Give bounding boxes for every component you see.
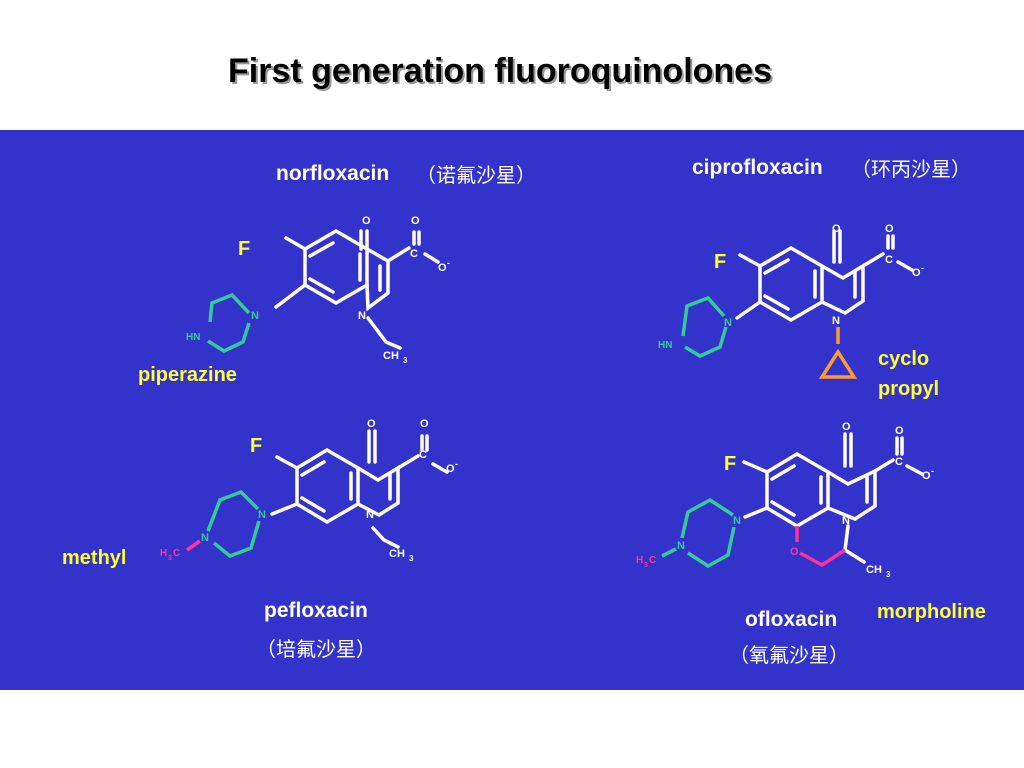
atom-o: O bbox=[438, 262, 447, 274]
atom-n: N bbox=[733, 515, 741, 527]
ciprofloxacin-structure: ciprofloxacin （环丙沙星） O O C O - bbox=[658, 156, 971, 400]
pefloxacin-bonds bbox=[270, 429, 449, 549]
atom-c: C bbox=[649, 555, 656, 566]
atom-n: N bbox=[258, 509, 266, 521]
norfloxacin-substituent-label: piperazine bbox=[138, 364, 237, 386]
atom-n: N bbox=[201, 532, 209, 544]
ofloxacin-name: ofloxacin bbox=[745, 608, 837, 631]
atom-f: F bbox=[250, 435, 262, 457]
atom-o: O bbox=[922, 470, 931, 482]
subscript: 3 bbox=[644, 562, 648, 569]
ciprofloxacin-cyclopropyl-ring bbox=[818, 348, 858, 379]
ofloxacin-substituent-label: morpholine bbox=[877, 601, 986, 623]
pefloxacin-methyl-bond bbox=[186, 539, 201, 552]
subscript: 3 bbox=[409, 554, 414, 563]
norfloxacin-structure: norfloxacin （诺氟沙星） O O C O - F bbox=[138, 162, 536, 386]
atom-n: N bbox=[842, 515, 850, 527]
charge: - bbox=[447, 258, 450, 268]
atom-o: O bbox=[411, 215, 420, 227]
atom-o: O bbox=[367, 418, 376, 430]
ofloxacin-cn: （氧氟沙星） bbox=[729, 643, 849, 667]
charge: - bbox=[921, 263, 924, 273]
atom-n: N bbox=[366, 509, 374, 521]
norfloxacin-piperazine-ring bbox=[207, 292, 251, 353]
atom-o: O bbox=[885, 223, 894, 235]
atom-n: N bbox=[677, 540, 685, 552]
ciprofloxacin-substituent-label-1: cyclo bbox=[878, 348, 929, 370]
pefloxacin-name: pefloxacin bbox=[264, 599, 368, 622]
atom-hn: HN bbox=[658, 340, 672, 351]
norfloxacin-bonds bbox=[274, 228, 440, 350]
ofloxacin-bonds bbox=[742, 432, 924, 564]
charge: - bbox=[455, 459, 458, 469]
ciprofloxacin-piperazine-ring bbox=[681, 295, 728, 358]
atom-o: O bbox=[446, 463, 455, 475]
atom-f: F bbox=[714, 251, 726, 273]
atom-h: H bbox=[636, 555, 643, 566]
ofloxacin-piperazine-ring bbox=[680, 497, 736, 569]
atom-h: H bbox=[160, 548, 167, 559]
atom-n: N bbox=[724, 317, 732, 329]
atom-o: O bbox=[912, 267, 921, 279]
atom-n: N bbox=[358, 310, 366, 322]
ciprofloxacin-cn: （环丙沙星） bbox=[851, 157, 971, 181]
atom-o: O bbox=[790, 546, 799, 558]
atom-n: N bbox=[251, 310, 259, 322]
atom-c: C bbox=[410, 248, 418, 260]
subscript: 3 bbox=[168, 555, 172, 562]
atom-c: C bbox=[885, 254, 893, 266]
ofloxacin-morpholine-ring bbox=[795, 526, 846, 568]
atom-f: F bbox=[724, 453, 736, 475]
atom-o: O bbox=[895, 425, 904, 437]
atom-c: C bbox=[173, 548, 180, 559]
ciprofloxacin-bonds bbox=[735, 229, 914, 323]
pefloxacin-cn: （培氟沙星） bbox=[256, 637, 376, 661]
norfloxacin-name: norfloxacin bbox=[276, 162, 389, 185]
pefloxacin-structure: O O C O - F N N N H 3 C CH 3 methyl pefl… bbox=[62, 418, 458, 661]
atom-o: O bbox=[842, 421, 851, 433]
ciprofloxacin-substituent-label-2: propyl bbox=[878, 378, 939, 400]
ofloxacin-methyl-bond bbox=[661, 547, 677, 558]
subscript: 3 bbox=[886, 570, 891, 579]
atom-ch: CH bbox=[383, 350, 399, 362]
content-panel bbox=[0, 130, 1024, 690]
atom-c: C bbox=[895, 456, 903, 468]
atom-o: O bbox=[832, 223, 841, 235]
page-title: First generation fluoroquinolones bbox=[228, 52, 772, 90]
pefloxacin-substituent-label: methyl bbox=[62, 547, 126, 569]
atom-c: C bbox=[419, 449, 427, 461]
ciprofloxacin-name: ciprofloxacin bbox=[692, 156, 823, 179]
norfloxacin-cn: （诺氟沙星） bbox=[416, 163, 536, 187]
ofloxacin-structure: O O C O - F N N N O H 3 C CH 3 morpholin… bbox=[636, 421, 986, 667]
pefloxacin-piperazine-ring bbox=[206, 489, 261, 558]
atom-f: F bbox=[238, 238, 250, 260]
atom-ch: CH bbox=[866, 564, 882, 576]
atom-hn: HN bbox=[186, 332, 200, 343]
subscript: 3 bbox=[403, 356, 408, 365]
charge: - bbox=[931, 466, 934, 476]
atom-o: O bbox=[420, 418, 429, 430]
atom-n: N bbox=[832, 315, 840, 327]
atom-ch: CH bbox=[389, 548, 405, 560]
atom-o: O bbox=[362, 215, 371, 227]
